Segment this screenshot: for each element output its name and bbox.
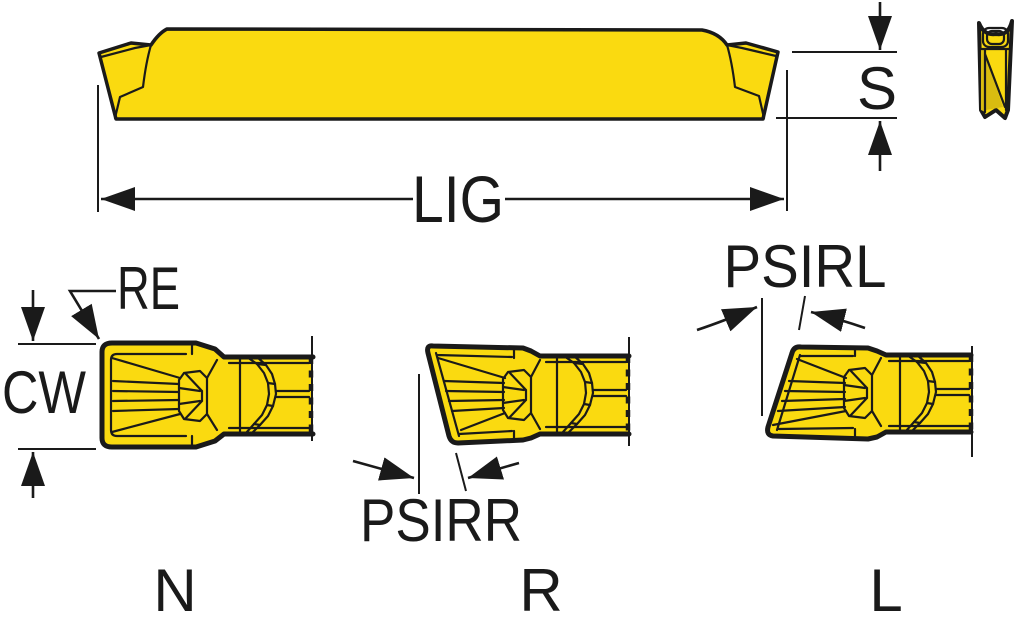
- end-view-detail-lines: [979, 47, 1011, 114]
- variant-labels: N R L: [153, 557, 902, 617]
- cw-dimension: CW: [2, 290, 96, 498]
- psirr-label: PSIRR: [360, 487, 522, 554]
- s-dimension: S: [776, 2, 897, 211]
- insert-l-corner-lines: [853, 347, 883, 440]
- psirr-angled-reference-line: [455, 452, 467, 492]
- lig-label: LIG: [412, 162, 504, 236]
- insert-n: [99, 336, 316, 450]
- psirr-annotation: PSIRR: [352, 374, 522, 554]
- insert-n-corner-lines: [190, 341, 219, 449]
- end-view-shading: [981, 50, 1003, 112]
- psirl-arrow-left: [696, 305, 758, 332]
- insert-r-fan-lines: [436, 356, 507, 432]
- insert-r-island-detail: [501, 370, 528, 420]
- insert-n-inset-ring: [109, 352, 188, 438]
- insert-r-corner-lines: [512, 346, 542, 443]
- insert-n-island-detail: [177, 371, 204, 421]
- insert-l-inset-lines: [775, 353, 855, 432]
- lig-dimension: LIG: [97, 85, 784, 236]
- cw-label: CW: [2, 359, 86, 426]
- insert-l-island: [842, 366, 874, 420]
- variant-label-n: N: [153, 557, 196, 617]
- psirl-arrow-right: [810, 308, 866, 332]
- psirl-angled-reference-line: [798, 295, 806, 331]
- right-tip-detail-lines: [725, 43, 778, 120]
- end-view-insert: [977, 19, 1014, 120]
- insert-l-island-detail: [842, 368, 869, 418]
- psirl-annotation: PSIRL: [696, 233, 887, 416]
- end-view-chipformer-outer: [981, 26, 1010, 49]
- side-view-insert: [97, 27, 780, 121]
- re-annotation: RE: [67, 255, 180, 340]
- s-label: S: [857, 55, 897, 122]
- insert-l: [765, 344, 974, 457]
- psirl-label: PSIRL: [724, 233, 887, 300]
- insert-r-island: [501, 368, 533, 422]
- re-leader-arrow: [67, 289, 116, 340]
- variant-label-r: R: [519, 557, 562, 617]
- side-view-insert-body: [97, 27, 780, 121]
- insert-n-fan-lines: [110, 356, 182, 434]
- insert-n-island: [177, 369, 209, 423]
- variant-label-l: L: [869, 557, 902, 617]
- psirr-arrow-left: [352, 457, 415, 481]
- left-tip-detail-lines: [99, 43, 153, 120]
- insert-r: [425, 337, 632, 446]
- insert-r-inset-lines: [434, 351, 514, 438]
- re-label: RE: [117, 255, 180, 322]
- psirr-arrow-right: [467, 456, 520, 480]
- insert-l-fan-lines: [771, 357, 848, 427]
- end-view-chipformer-inner: [985, 29, 1006, 46]
